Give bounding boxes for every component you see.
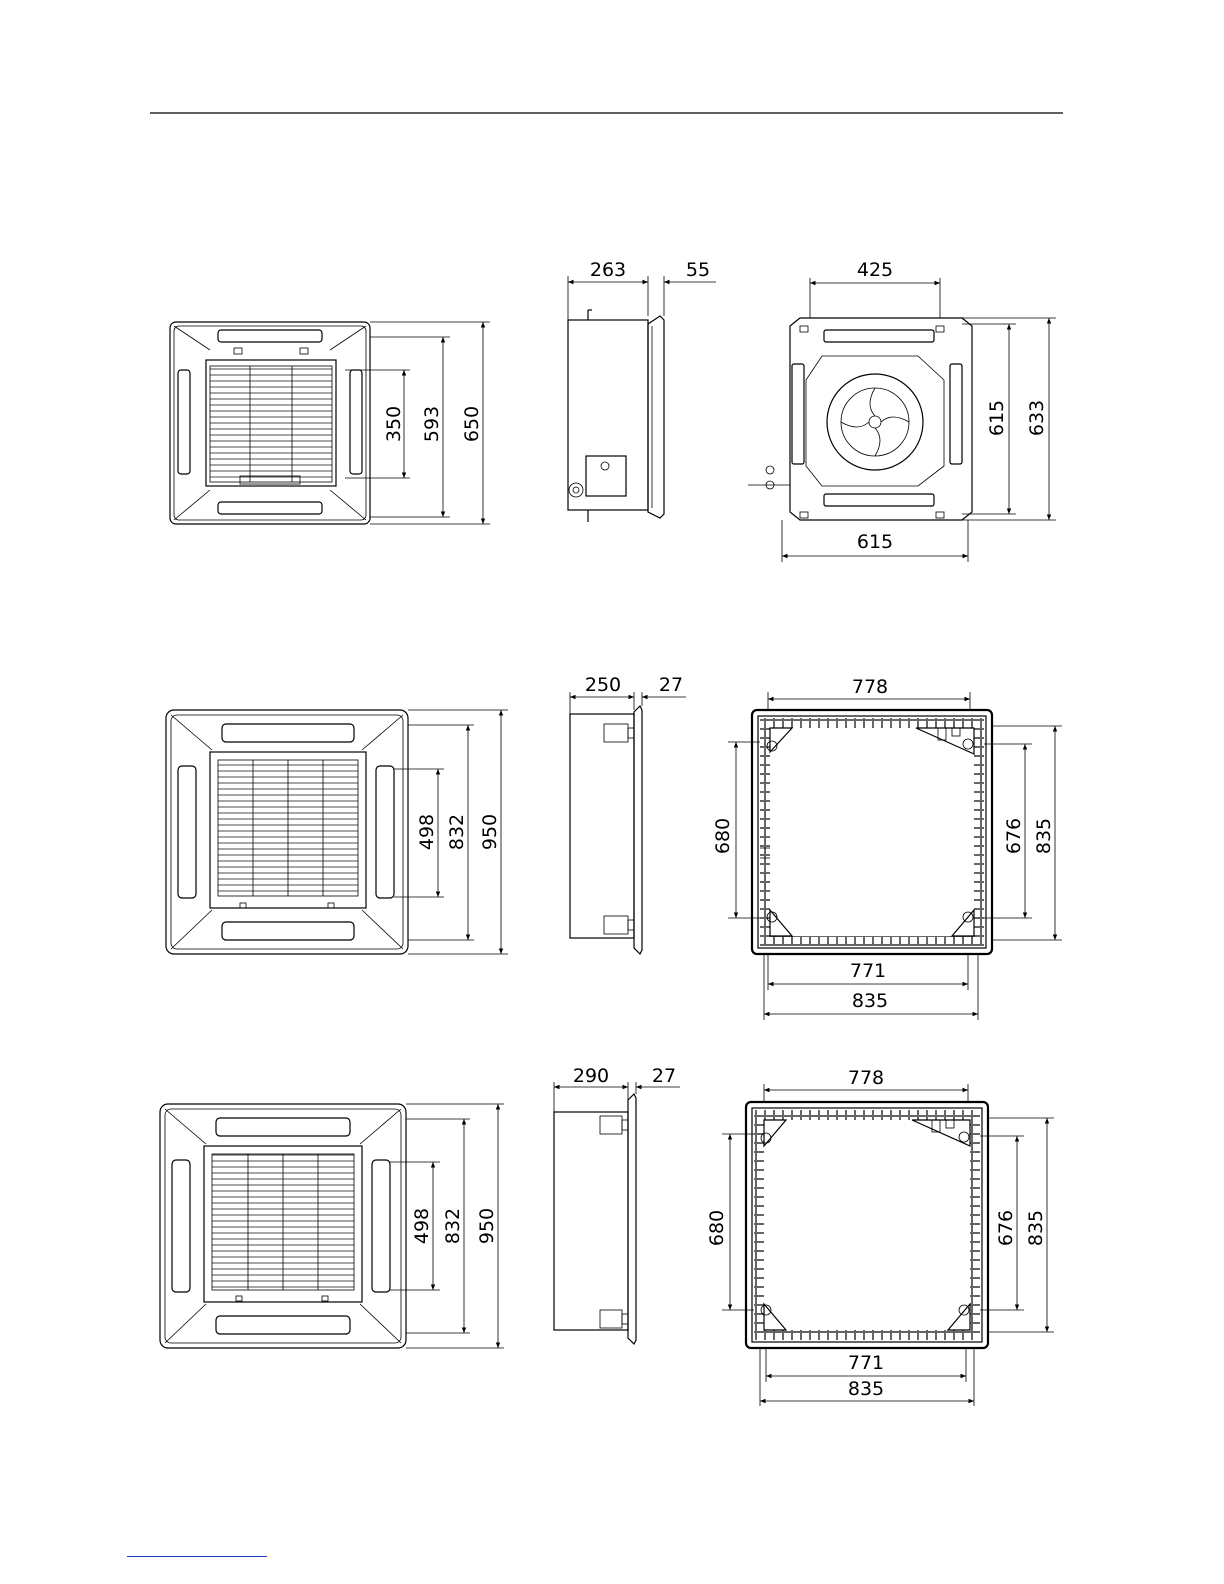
row1-dim-263: 263 <box>590 259 626 281</box>
row2-dim-680: 680 <box>712 818 734 854</box>
footer-rule <box>127 1556 267 1557</box>
row2-dim-771: 771 <box>850 960 886 982</box>
row2-side-view <box>570 706 642 954</box>
row3-side-view <box>554 1094 636 1344</box>
row2-dim-950: 950 <box>479 814 501 850</box>
row3-dim-832: 832 <box>442 1208 464 1244</box>
row1-top-dimensions: 425 615 615 633 <box>782 259 1056 562</box>
row3-dim-950: 950 <box>476 1208 498 1244</box>
row3-dim-835-v: 835 <box>1025 1210 1047 1246</box>
row2-dim-27: 27 <box>659 674 683 696</box>
row3-front-view <box>160 1104 406 1348</box>
row3-dim-778: 778 <box>848 1067 884 1089</box>
row2-front-view <box>166 710 408 954</box>
row2-side-dimensions: 250 27 <box>570 674 686 714</box>
row3-dim-680: 680 <box>706 1210 728 1246</box>
row2-dim-832: 832 <box>446 814 468 850</box>
row1-dim-593: 593 <box>421 406 443 442</box>
row3-dim-835-h: 835 <box>848 1378 884 1400</box>
row1-dim-425: 425 <box>857 259 893 281</box>
row2-dim-835-h: 835 <box>852 990 888 1012</box>
row1-dim-650: 650 <box>461 406 483 442</box>
row1-front-view <box>170 322 370 524</box>
row2-dim-250: 250 <box>585 674 621 696</box>
row3-front-dimensions: 498 832 950 <box>390 1104 504 1348</box>
row3-dim-27: 27 <box>652 1065 676 1087</box>
row3-dim-498: 498 <box>411 1208 433 1244</box>
row2-dim-778: 778 <box>852 676 888 698</box>
row3-top-view <box>746 1102 988 1348</box>
row3-dim-290: 290 <box>573 1065 609 1087</box>
row1-dim-350: 350 <box>383 406 405 442</box>
row2-top-view <box>752 710 992 954</box>
row1-front-dimensions: 350 593 650 <box>345 322 490 524</box>
row1-dim-633: 633 <box>1026 400 1048 436</box>
row1-side-view <box>568 310 664 522</box>
row2-dim-498: 498 <box>416 814 438 850</box>
row2-front-dimensions: 498 832 950 <box>394 710 508 954</box>
row3-side-dimensions: 290 27 <box>554 1065 680 1112</box>
row2-dim-835-v: 835 <box>1033 818 1055 854</box>
row1-dim-615-h: 615 <box>857 531 893 553</box>
row1-dim-615-v: 615 <box>986 400 1008 436</box>
row1-top-view <box>748 318 972 520</box>
row1-dim-55: 55 <box>686 259 710 281</box>
row1-side-dimensions: 263 55 <box>568 259 716 320</box>
row2-dim-676: 676 <box>1003 818 1025 854</box>
row3-dim-676: 676 <box>995 1210 1017 1246</box>
row3-dim-771: 771 <box>848 1352 884 1374</box>
